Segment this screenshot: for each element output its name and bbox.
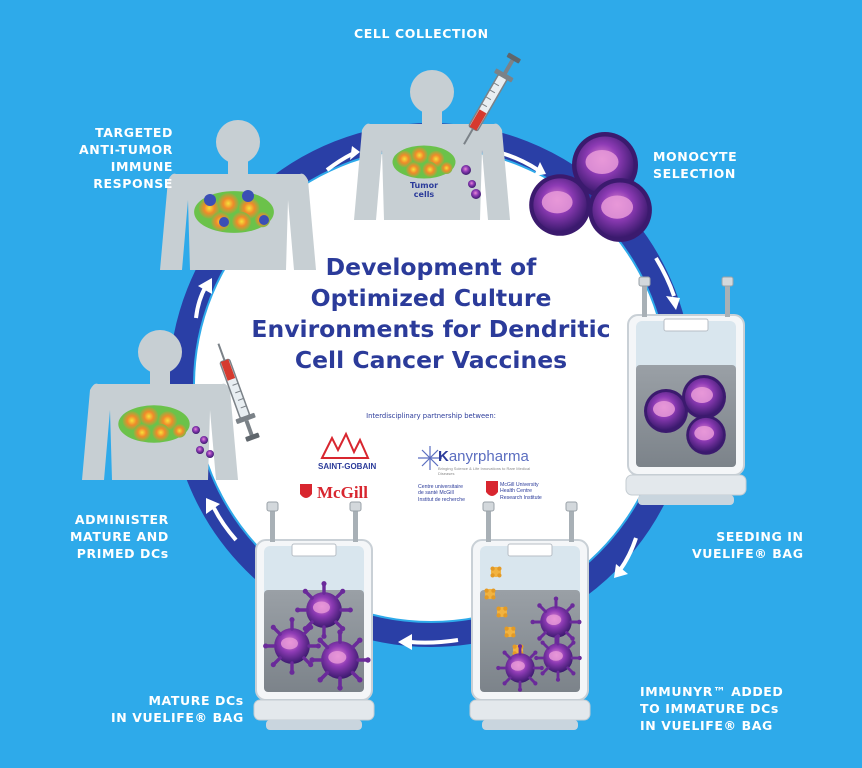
label-cell-collection: CELL COLLECTION: [354, 26, 489, 41]
label-mature-dcs: MATURE DCs IN VUELIFE® BAG: [111, 693, 244, 725]
kanyr-rest: anyrpharma: [448, 448, 529, 465]
saint-gobain-logo: SAINT-GOBAIN: [318, 462, 377, 471]
response-body: [160, 120, 316, 270]
label-seeding: SEEDING IN VUELIFE® BAG: [692, 529, 804, 561]
label-immunyr-added: IMMUNYR™ ADDED TO IMMATURE DCs IN VUELIF…: [640, 684, 784, 733]
arrow-to-seeding: [654, 256, 680, 310]
diagram-title: Development of Optimized Culture Environ…: [251, 253, 611, 374]
arrow-to-cell-collection: [325, 146, 360, 172]
partnership-caption: Interdisciplinary partnership between:: [366, 412, 496, 420]
kanyrpharma-logo: Kanyrpharma: [438, 448, 529, 465]
arrow-to-immunyr: [614, 537, 638, 578]
muhc-crest: [486, 481, 498, 496]
cycle-arrows: [194, 146, 680, 650]
kanyr-logo-mark: [418, 446, 442, 470]
kanyrpharma-tagline: Bringing Science & Life Innovations to R…: [438, 466, 531, 476]
kanyr-prefix: K: [438, 448, 449, 465]
label-administer: ADMINISTER MATURE AND PRIMED DCs: [70, 512, 169, 561]
muhc-logo-text: McGill University Health Centre Research…: [500, 482, 542, 501]
label-monocyte-selection: MONOCYTE SELECTION: [653, 149, 738, 181]
tumor-cells-label: Tumor cells: [409, 181, 439, 199]
administer-body: [82, 330, 238, 480]
mcgill-logo: McGill: [317, 483, 368, 502]
cusm-logo-text: Centre universitaire de santé McGill Ins…: [418, 484, 466, 503]
saint-gobain-logo-mark: [320, 431, 370, 459]
arrow-to-mature: [398, 634, 459, 650]
arrow-to-administer: [206, 498, 238, 542]
arrow-to-response: [194, 278, 212, 319]
cell-collection-body: [354, 70, 510, 220]
label-targeted-response: TARGETED ANTI-TUMOR IMMUNE RESPONSE: [79, 125, 174, 191]
mcgill-crest: [300, 484, 312, 498]
